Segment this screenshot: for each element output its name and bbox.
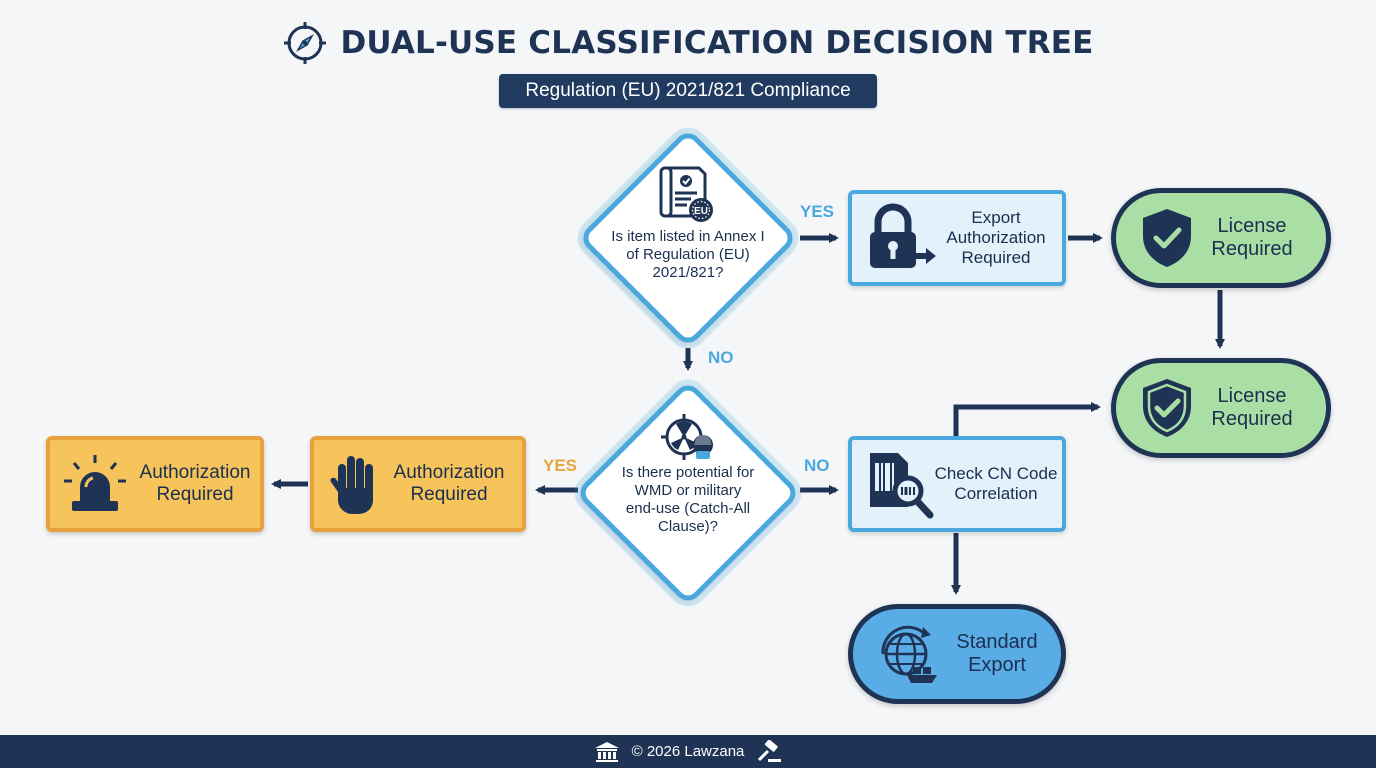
export-authorization-label: Export Authorization Required: [946, 208, 1046, 267]
globe-ship-icon: [881, 625, 937, 683]
authorization-required-siren-box: Authorization Required: [46, 436, 264, 532]
footer: © 2026 Lawzana: [0, 735, 1376, 768]
license-required-label-2: License Required: [1211, 385, 1293, 430]
title-row: DUAL-USE CLASSIFICATION DECISION TREE: [0, 18, 1376, 68]
decision-annex-label: Is item listed in Annex I of Regulation …: [611, 228, 765, 281]
export-authorization-box: Export Authorization Required: [848, 190, 1066, 286]
decision-catchall-content: Is there potential for WMD or military e…: [598, 412, 778, 572]
document-eu-icon: EU: [659, 166, 713, 222]
page-title: DUAL-USE CLASSIFICATION DECISION TREE: [340, 25, 1094, 61]
check-cn-code-box: Check CN Code Correlation: [848, 436, 1066, 532]
license-required-pill-1: License Required: [1111, 188, 1331, 288]
standard-export-pill: Standard Export: [848, 604, 1066, 704]
barcode-search-icon: [870, 453, 934, 519]
edge-label-q1-no: NO: [708, 348, 734, 367]
authorization-required-hand-label: Authorization Required: [393, 462, 505, 505]
check-cn-code-label: Check CN Code Correlation: [934, 464, 1058, 503]
compass-icon: [284, 22, 327, 64]
footer-copyright: © 2026 Lawzana: [631, 743, 745, 760]
edge-check-license: [953, 402, 1101, 436]
padlock-exit-icon: [870, 203, 936, 268]
edge-label-q1-yes: YES: [800, 202, 835, 221]
shield-check-icon: [1143, 379, 1191, 437]
shield-check-icon: [1143, 209, 1191, 267]
decision-annex-content: EU Is item listed in Annex I of Regulati…: [598, 164, 778, 314]
siren-icon: [64, 455, 126, 511]
stop-hand-icon: [330, 456, 373, 514]
standard-export-label: Standard Export: [956, 631, 1038, 676]
eu-badge-text: EU: [694, 206, 708, 217]
authorization-required-hand-box: Authorization Required: [310, 436, 526, 532]
edge-label-q2-yes: YES: [543, 456, 578, 475]
edge-label-q2-no: NO: [804, 456, 830, 475]
authorization-required-siren-label: Authorization Required: [139, 462, 251, 505]
courthouse-icon: [594, 741, 619, 762]
license-required-pill-2: License Required: [1111, 358, 1331, 458]
decision-catchall-label: Is there potential for WMD or military e…: [621, 464, 755, 535]
radiation-target-icon: [661, 414, 713, 460]
license-required-label-1: License Required: [1211, 215, 1293, 260]
subtitle-badge: Regulation (EU) 2021/821 Compliance: [499, 74, 877, 108]
gavel-icon: [758, 739, 782, 762]
